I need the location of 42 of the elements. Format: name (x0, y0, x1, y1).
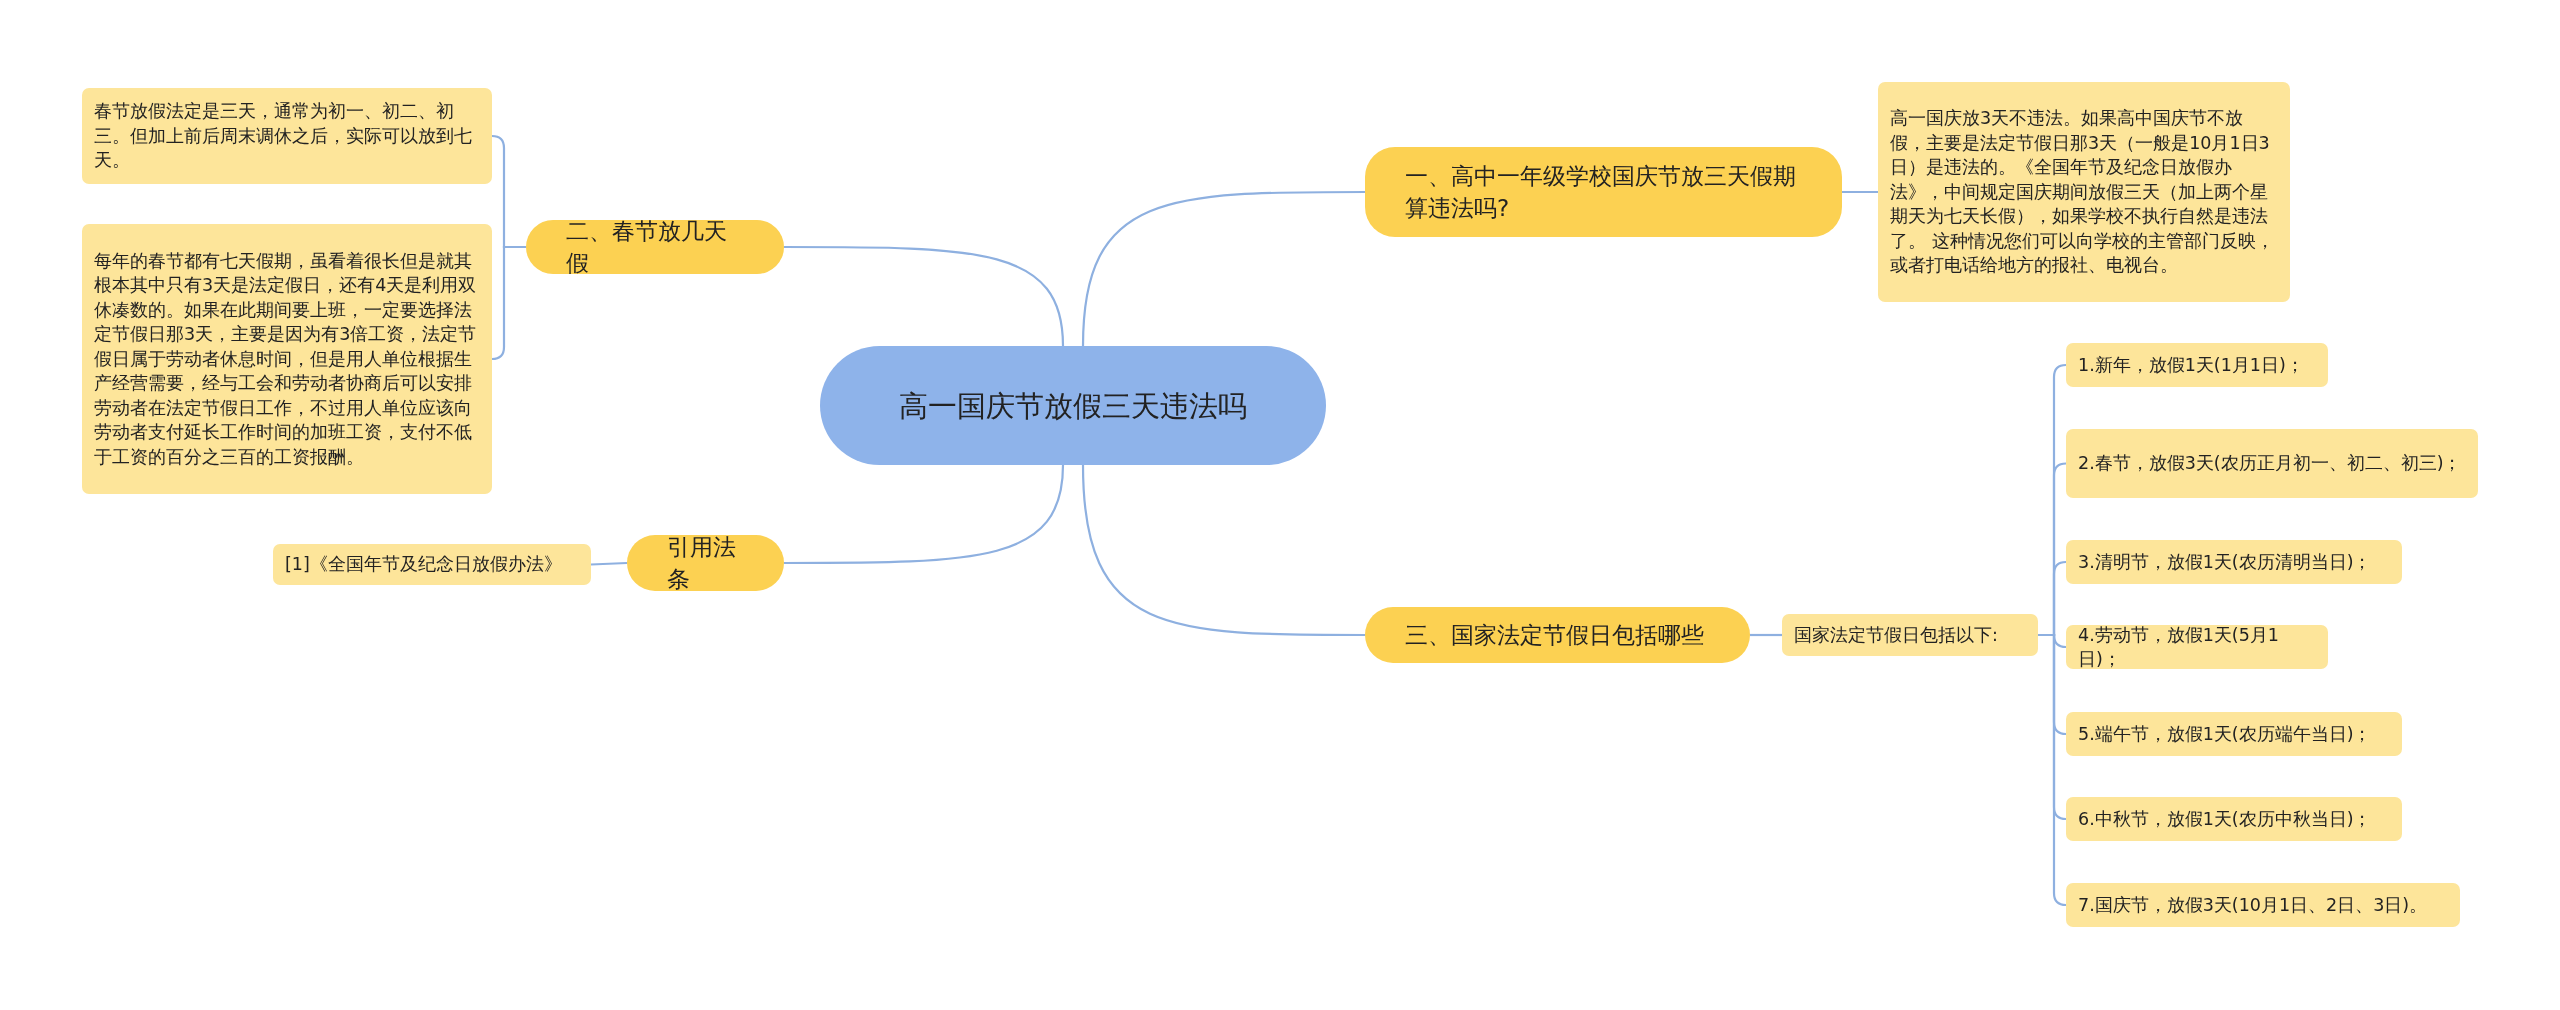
connector-line (2038, 633, 2068, 907)
note-card (82, 88, 492, 184)
connector-line (1081, 464, 1365, 637)
topic-bubble (1365, 607, 1750, 663)
connector-line (490, 245, 526, 361)
note-card (2066, 343, 2328, 387)
note-card (82, 224, 492, 494)
note-card (273, 544, 591, 585)
topic-text: 高一国庆节放假三天违法吗 (899, 387, 1247, 425)
connector-line (1750, 633, 1782, 637)
note-card (2066, 797, 2402, 841)
note-text: 6.中秋节，放假1天(农历中秋当日)； (2078, 807, 2373, 831)
note-text: 春节放假法定是三天，通常为初一、初二、初三。但加上前后周末调休之后，实际可以放到七天。 (94, 100, 473, 173)
topic-bubble (526, 220, 784, 274)
topic-bubble (627, 535, 784, 591)
topic-text: 一、高中一年级学校国庆节放三天假期算违法吗? (1405, 162, 1797, 223)
topic-text: 二、春节放几天假 (566, 217, 728, 278)
connector-line (590, 561, 628, 566)
note-text: 国家法定节假日包括以下: (1794, 623, 1999, 647)
connector-line (784, 464, 1065, 565)
note-text: 2.春节，放假3天(农历正月初一、初二、初三)； (2078, 452, 2463, 476)
note-text: 5.端午节，放假1天(农历端午当日)； (2078, 722, 2373, 746)
topic-text: 引用法条 (667, 533, 737, 594)
note-card (2066, 540, 2402, 584)
note-card (2066, 712, 2402, 756)
connector-line (1842, 190, 1878, 194)
note-text: 3.清明节，放假1天(农历清明当日)； (2078, 550, 2373, 574)
note-text: 每年的春节都有七天假期，虽看着很长但是就其根本其中只有3天是法定假日，还有4天是利用双休凑数的。如果在此期间要上班，一定要选择法定节假日那3天，主要是因为有3倍工资，法定节假日属于劳动者休息时间，但是用人单位根据生产经营需要，经与工会和劳动者协商后可以安排劳动者在法定节假日工作，不过用人单位应该向劳动者支付延长工作时间的加班工资，支付不低于工资的百分之三百的工资报酬。 (94, 249, 478, 469)
note-card (1878, 82, 2290, 302)
note-text: 1.新年，放假1天(1月1日)； (2078, 353, 2305, 377)
note-card (2066, 625, 2328, 669)
connector-line (784, 245, 1065, 347)
note-text: 7.国庆节，放假3天(10月1日、2日、3日)。 (2078, 893, 2429, 917)
note-card (2066, 429, 2478, 498)
topic-text: 三、国家法定节假日包括哪些 (1405, 621, 1705, 650)
note-text: [1]《全国年节及纪念日放假办法》 (285, 553, 563, 577)
note-text: 4.劳动节，放假1天(5月1日)； (2078, 623, 2280, 671)
note-text: 高一国庆放3天不违法。如果高中国庆节不放假，主要是法定节假日那3天（一般是10月1日3日）是违法的。《全国年节及纪念日放假办法》，中间规定国庆期间放假三天（加上两个星期天为七天长假），如果学校不执行自然是违法了。 这种情况您们可以向学校的主管部门反映，或者打电话给地方的报社、电视台。 (1890, 107, 2275, 278)
note-card (2066, 883, 2460, 927)
connector-line (1081, 190, 1365, 347)
note-card (1782, 614, 2038, 656)
topic-bubble (1365, 147, 1842, 237)
